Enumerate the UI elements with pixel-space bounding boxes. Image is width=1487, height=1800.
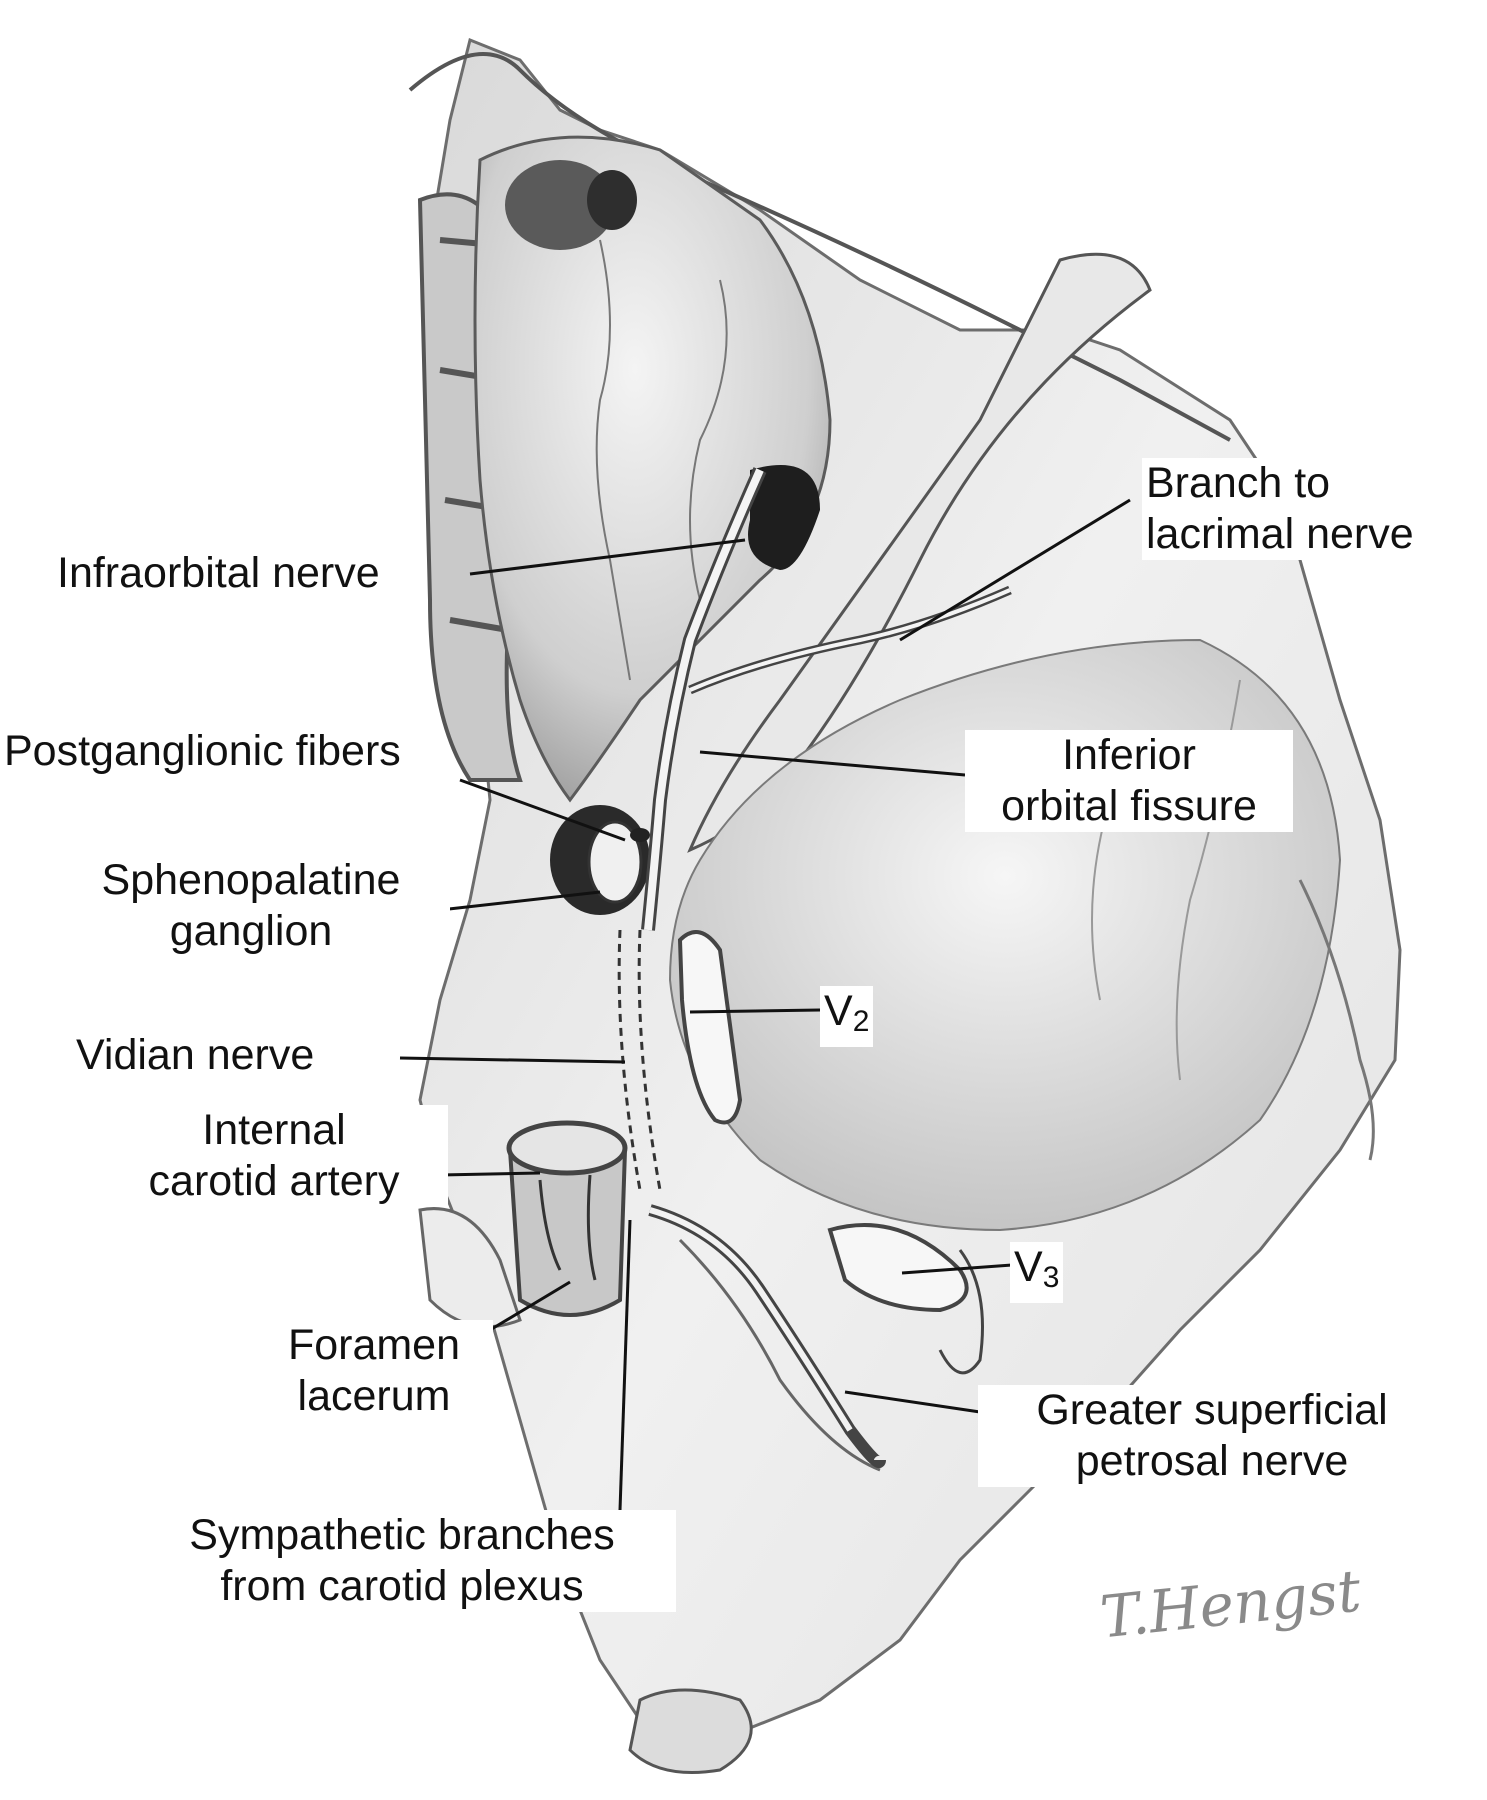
leader-v2 xyxy=(689,1008,821,1014)
leader-sympathetic xyxy=(618,1219,632,1511)
label-branch-to-lacrimal: Branch to lacrimal nerve xyxy=(1142,458,1418,560)
leader-infraorbital xyxy=(469,538,746,576)
leader-v3 xyxy=(901,1263,1013,1275)
leader-vidian xyxy=(399,1056,626,1064)
fissure-dark xyxy=(748,465,820,570)
label-postganglionic-fibers: Postganglionic fibers xyxy=(0,726,405,777)
leader-inferior-fissure xyxy=(699,750,966,777)
label-v2: V2 xyxy=(820,986,874,1047)
leader-postganglionic xyxy=(459,778,626,842)
petrous-ridge xyxy=(418,1207,522,1329)
leader-lines xyxy=(399,498,1131,1511)
leader-lacrimal xyxy=(899,498,1131,642)
label-sphenopalatine-ganglion: Sphenopalatine ganglion xyxy=(52,855,450,957)
label-foramen-lacerum: Foramen lacerum xyxy=(255,1320,493,1422)
label-vidian-nerve: Vidian nerve xyxy=(72,1030,319,1081)
lower-bone-fragment xyxy=(628,1688,753,1774)
carotid-artery-rim xyxy=(506,1120,628,1176)
label-infraorbital-nerve: Infraorbital nerve xyxy=(53,548,384,599)
foramen-ovale xyxy=(827,1223,969,1313)
leader-gspn xyxy=(844,1390,981,1414)
carotid-artery-cylinder xyxy=(508,1149,627,1317)
label-sympathetic-branches: Sympathetic branches from carotid plexus xyxy=(128,1510,676,1612)
label-inferior-orbital-fissure: Inferior orbital fissure xyxy=(965,730,1293,832)
leader-carotid xyxy=(439,1171,541,1177)
label-v3: V3 xyxy=(1010,1242,1064,1303)
leader-sphenopalatine xyxy=(439,890,601,912)
orbit-cavity xyxy=(473,135,832,803)
foramen-rotundum xyxy=(677,930,743,1125)
sphenopalatine-ganglion-shape xyxy=(587,820,643,904)
leader-foramen-lacerum xyxy=(489,1280,571,1332)
vidian-nerve-path xyxy=(617,929,642,1191)
orbit-dark-opening xyxy=(505,160,615,250)
label-internal-carotid-artery: Internal carotid artery xyxy=(100,1105,448,1207)
label-greater-superficial-petrosal-nerve: Greater superficial petrosal nerve xyxy=(978,1385,1446,1487)
